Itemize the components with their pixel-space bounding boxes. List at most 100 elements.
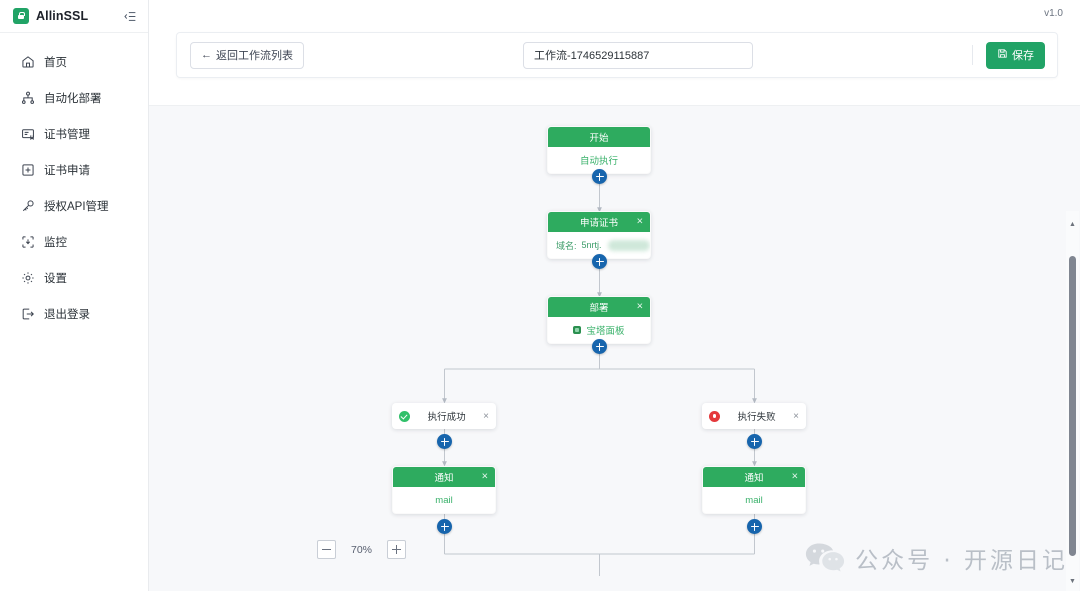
close-x-icon[interactable]: × (793, 410, 799, 422)
zoom-out-button[interactable] (317, 540, 336, 559)
node-deploy-header: 部署 × (548, 297, 650, 317)
save-button[interactable]: 保存 (986, 41, 1045, 69)
add-node-button-3[interactable] (592, 339, 607, 354)
close-x-icon[interactable]: × (791, 470, 798, 483)
sidebar-item-label: 证书管理 (44, 129, 90, 141)
node-start-header: 开始 (548, 127, 650, 147)
sidebar-item-logout[interactable]: 退出登录 (0, 296, 148, 332)
node-notify-failure-body: mail (703, 487, 805, 513)
error-circle-icon (709, 410, 720, 422)
sidebar-item-auto-deploy[interactable]: 自动化部署 (0, 80, 148, 116)
gear-icon (21, 271, 35, 285)
scroll-down-icon[interactable]: ▼ (1069, 578, 1076, 585)
node-deploy-target: 宝塔面板 (586, 326, 625, 337)
sidebar-item-home[interactable]: 首页 (0, 44, 148, 80)
connector-lines (442, 177, 757, 576)
top-bar: v1.0 (149, 0, 1080, 27)
add-node-button-6[interactable] (437, 519, 452, 534)
zoom-in-button[interactable] (387, 540, 407, 559)
back-button-label: 返回工作流列表 (216, 50, 293, 62)
key-icon (21, 199, 35, 213)
workflow-graph: 开始 自动执行 申请证书 × 域名: 5nrtj. (149, 106, 1080, 591)
node-apply-field-label: 域名: (556, 240, 577, 251)
close-x-icon[interactable]: × (481, 470, 488, 483)
vertical-scrollbar[interactable]: ▲ ▼ (1066, 211, 1079, 591)
node-notify-success-body: mail (393, 487, 495, 513)
version-label: v1.0 (1044, 8, 1063, 19)
zoom-level-label: 70% (351, 543, 373, 556)
back-to-workflow-list-button[interactable]: ← 返回工作流列表 (190, 41, 304, 69)
workflow-toolbar: ← 返回工作流列表 保存 (176, 32, 1058, 78)
node-deploy-title: 部署 (589, 303, 609, 314)
workflow-canvas[interactable]: 开始 自动执行 申请证书 × 域名: 5nrtj. (149, 105, 1080, 591)
node-failure-label: 执行失败 (737, 412, 776, 423)
sidebar: AllinSSL 首页 (0, 0, 149, 591)
collapse-menu-icon[interactable] (124, 10, 137, 23)
workflow-name-input[interactable] (523, 41, 753, 69)
save-disk-icon (997, 48, 1008, 62)
node-start-subtitle: 自动执行 (579, 156, 618, 167)
certificate-icon (21, 127, 35, 141)
node-apply-field-value: 5nrtj. (581, 240, 602, 250)
sidebar-item-label: 首页 (44, 57, 67, 69)
add-node-button-1[interactable] (592, 169, 607, 184)
scrollbar-thumb[interactable] (1069, 256, 1076, 556)
node-success-label: 执行成功 (427, 412, 466, 423)
sidebar-item-monitor[interactable]: 监控 (0, 224, 148, 260)
sidebar-item-label: 证书申请 (44, 165, 90, 177)
arrow-left-icon: ← (201, 49, 212, 61)
lock-shield-icon (13, 8, 29, 24)
sidebar-item-cert-manage[interactable]: 证书管理 (0, 116, 148, 152)
node-notify-success-header: 通知 × (393, 467, 495, 487)
close-x-icon[interactable]: × (483, 410, 489, 422)
redacted-domain-blur (607, 239, 650, 251)
sidebar-item-label: 授权API管理 (44, 201, 109, 213)
node-condition-failure[interactable]: 执行失败 × (702, 403, 806, 429)
sidebar-item-label: 监控 (44, 237, 67, 249)
zoom-controls: 70% (317, 540, 407, 559)
node-start-body: 自动执行 (548, 147, 650, 173)
sidebar-item-settings[interactable]: 设置 (0, 260, 148, 296)
node-start[interactable]: 开始 自动执行 (547, 126, 651, 174)
add-node-button-5[interactable] (747, 434, 762, 449)
node-notify-failure-channel: mail (745, 494, 763, 506)
add-node-button-4[interactable] (437, 434, 452, 449)
node-deploy[interactable]: 部署 × 宝塔面板 (547, 296, 651, 344)
scroll-up-icon[interactable]: ▲ (1069, 221, 1076, 228)
close-x-icon[interactable]: × (636, 215, 643, 228)
logout-icon (21, 307, 35, 321)
brand-name: AllinSSL (36, 9, 89, 23)
check-circle-icon (399, 410, 410, 422)
sidebar-header: AllinSSL (0, 0, 148, 33)
toolbar-wrapper: ← 返回工作流列表 保存 (149, 27, 1080, 78)
bt-panel-icon (573, 326, 582, 334)
node-notify-success[interactable]: 通知 × mail (392, 466, 496, 514)
close-x-icon[interactable]: × (636, 300, 643, 313)
sidebar-item-api-auth[interactable]: 授权API管理 (0, 188, 148, 224)
node-notify-failure[interactable]: 通知 × mail (702, 466, 806, 514)
node-apply-certificate[interactable]: 申请证书 × 域名: 5nrtj. (547, 211, 651, 259)
workflow-name-wrapper (304, 41, 972, 69)
node-start-title: 开始 (589, 133, 609, 144)
toolbar-divider (972, 45, 973, 65)
sitemap-icon (21, 91, 35, 105)
node-notify-failure-header: 通知 × (703, 467, 805, 487)
home-icon (21, 55, 35, 69)
main-area: v1.0 ← 返回工作流列表 (149, 0, 1080, 591)
sidebar-item-label: 自动化部署 (44, 93, 102, 105)
node-notify-failure-title: 通知 (744, 473, 764, 484)
monitor-icon (21, 235, 35, 249)
node-apply-header: 申请证书 × (548, 212, 650, 232)
sidebar-item-cert-apply[interactable]: 证书申请 (0, 152, 148, 188)
plus-square-icon (21, 163, 35, 177)
node-apply-title: 申请证书 (579, 218, 618, 229)
node-notify-success-title: 通知 (434, 473, 454, 484)
sidebar-menu: 首页 自动化部署 (0, 33, 148, 332)
add-node-button-7[interactable] (747, 519, 762, 534)
add-node-button-2[interactable] (592, 254, 607, 269)
node-deploy-body: 宝塔面板 (548, 317, 650, 343)
sidebar-item-label: 退出登录 (44, 309, 90, 321)
save-button-label: 保存 (1012, 50, 1034, 62)
node-condition-success[interactable]: 执行成功 × (392, 403, 496, 429)
